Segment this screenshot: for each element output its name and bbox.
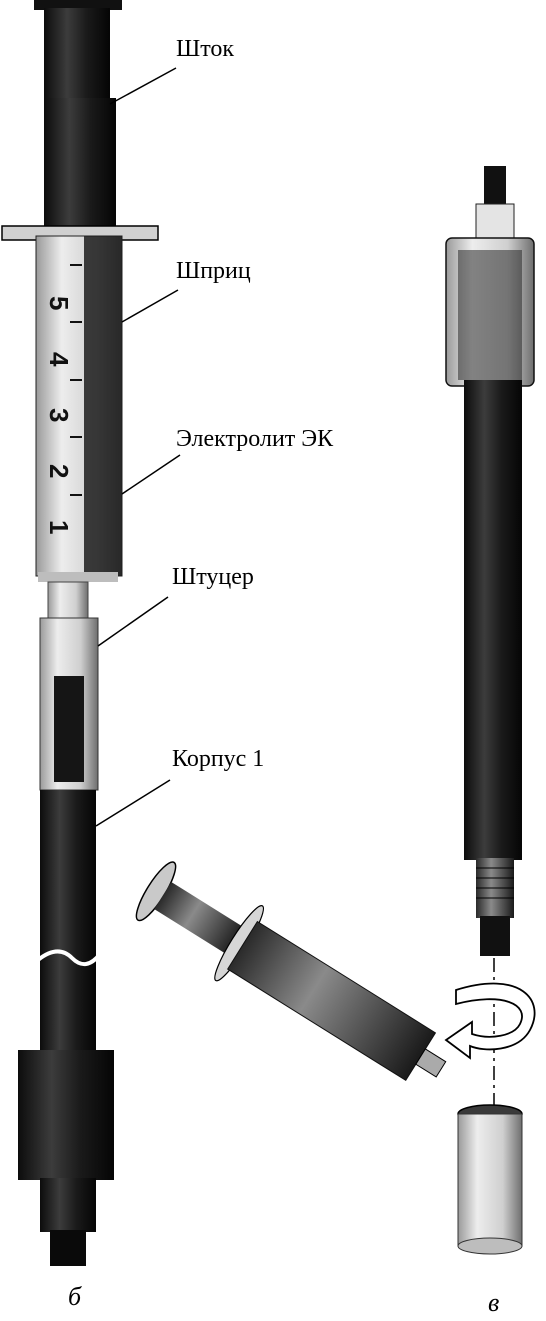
lower-shaft: [40, 1178, 96, 1232]
leader-syringe: [121, 289, 179, 323]
caption-v: в: [488, 1288, 500, 1317]
rotation-arrow-icon: [444, 982, 536, 1060]
graduation-ticks: [70, 264, 82, 496]
syringe-dark-side: [84, 236, 122, 576]
body-break-line: [36, 949, 102, 966]
cup-body: [457, 1113, 523, 1247]
label-electrolyte: Электролит ЭК: [176, 426, 334, 452]
right-assembly: [444, 166, 536, 1255]
rod-cap: [34, 0, 122, 10]
scale-mark-4: 4: [44, 352, 74, 367]
inclined-rod: [154, 881, 246, 956]
right-top-collar: [475, 203, 515, 241]
fitting-inner: [54, 676, 84, 782]
inclined-nozzle: [415, 1048, 447, 1078]
syringe-nozzle: [38, 572, 118, 582]
scale-mark-2: 2: [44, 464, 74, 478]
syringe-tip: [47, 581, 89, 621]
leader-body: [95, 779, 171, 827]
lower-tip: [50, 1230, 86, 1266]
leader-electrolyte: [121, 454, 181, 495]
scale-mark-1: 1: [44, 520, 74, 534]
label-rod: Шток: [176, 36, 235, 62]
scale-mark-5: 5: [44, 296, 74, 310]
right-nozzle: [480, 916, 510, 956]
body-1: [40, 790, 96, 1050]
left-assembly: 5 4 3 2 1: [1, 0, 159, 1266]
leader-fitting: [97, 596, 169, 647]
plunger-rod: [44, 8, 110, 98]
inclined-syringe: [135, 861, 447, 1082]
lower-sleeve: [18, 1050, 114, 1180]
right-thread-lines: [476, 867, 514, 899]
scale-mark-3: 3: [44, 408, 74, 422]
label-body: Корпус 1: [172, 746, 265, 772]
cup-bottom: [457, 1237, 523, 1255]
label-syringe: Шприц: [176, 258, 251, 284]
inclined-barrel: [226, 920, 437, 1082]
plunger-rod-lower: [44, 98, 116, 230]
caption-b: б: [68, 1282, 82, 1311]
right-cap-inner: [458, 250, 522, 380]
right-body: [464, 380, 522, 860]
leader-lines: [95, 67, 181, 827]
label-fitting: Штуцер: [172, 564, 254, 590]
leader-rod: [109, 67, 177, 105]
right-top-tip: [484, 166, 506, 206]
